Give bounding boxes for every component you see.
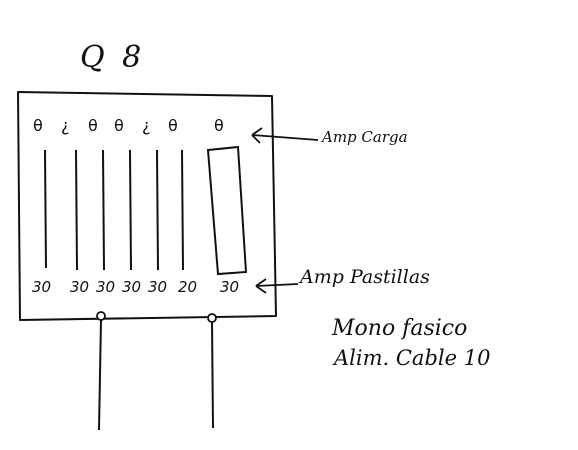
breaker-symbol: ¿ xyxy=(142,116,151,135)
breaker-symbol: θ xyxy=(168,116,178,135)
breaker-symbol: θ xyxy=(33,116,43,135)
label-amp-carga: Amp Carga xyxy=(322,128,408,146)
breaker-symbol: θ xyxy=(114,116,124,135)
breaker-line xyxy=(102,149,105,271)
label-amp-pastillas: Amp Pastillas xyxy=(300,266,430,288)
breaker-amp-value: 20 xyxy=(178,278,198,296)
breaker-amp-value: 30 xyxy=(148,278,168,296)
terminal-left xyxy=(96,311,106,321)
main-breaker-symbol: θ xyxy=(214,116,224,135)
breaker-symbol: θ xyxy=(88,116,98,135)
main-breaker-box xyxy=(206,145,248,276)
cable-right xyxy=(211,321,214,429)
breaker-line xyxy=(44,149,47,269)
terminal-right xyxy=(207,313,217,323)
breaker-line xyxy=(129,149,132,271)
breaker-line xyxy=(75,149,78,271)
label-alim-cable: Alim. Cable 10 xyxy=(334,346,491,370)
breaker-symbol: ¿ xyxy=(61,116,70,135)
breaker-amp-value: 30 xyxy=(32,278,52,296)
breaker-line xyxy=(156,149,159,271)
breaker-amp-value: 30 xyxy=(70,278,90,296)
arrow-pastillas xyxy=(255,278,299,294)
breaker-amp-value: 30 xyxy=(96,278,116,296)
label-monofasico: Mono fasico xyxy=(332,316,468,341)
main-breaker-amp-value: 30 xyxy=(220,278,240,296)
panel-title: Q 8 xyxy=(80,40,146,75)
panel-box xyxy=(17,91,277,321)
breaker-amp-value: 30 xyxy=(122,278,142,296)
arrow-carga xyxy=(251,127,319,144)
breaker-line xyxy=(181,149,184,271)
cable-left xyxy=(98,319,102,431)
